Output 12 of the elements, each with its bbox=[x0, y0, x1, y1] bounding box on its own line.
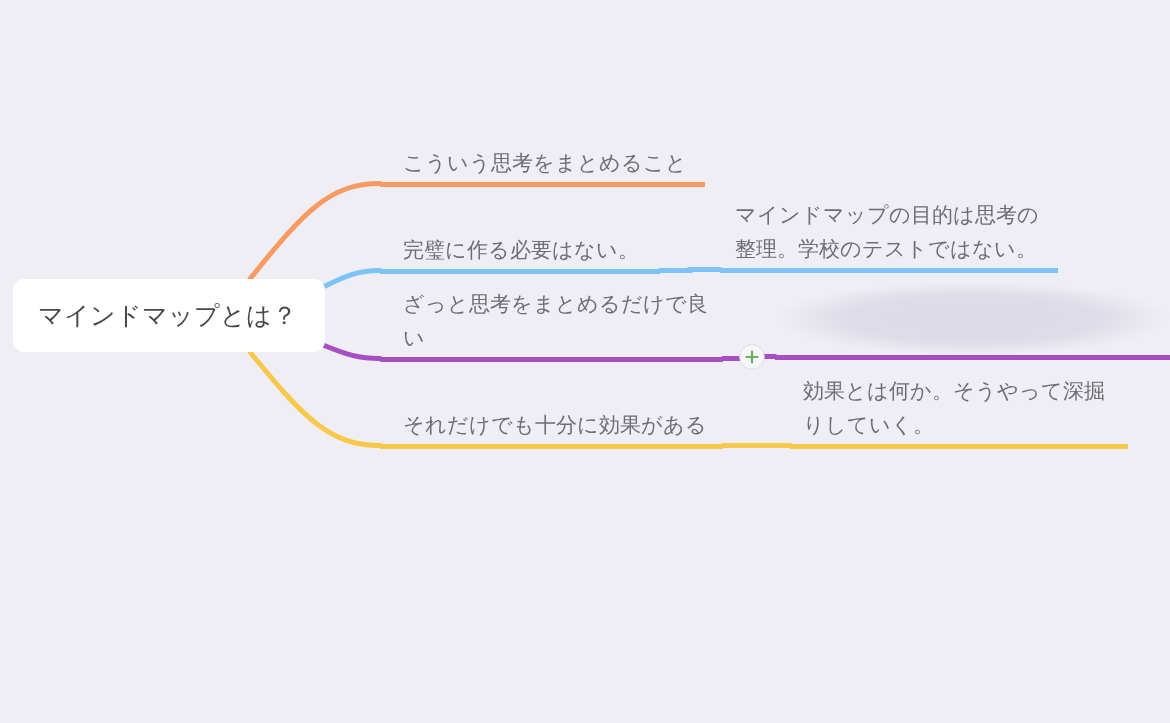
topic-label: こういう思考をまとめること bbox=[403, 150, 688, 177]
topic-label: マインドマップとは？ bbox=[38, 300, 297, 332]
topic-label: それだけでも十分に効果がある bbox=[403, 412, 708, 439]
branch-line bbox=[247, 181, 383, 282]
topic-label: 効果とは何か。そうやって深掘りしていく。 bbox=[803, 378, 1106, 439]
topic-label: マインドマップの目的は思考の整理。学校のテストではない。 bbox=[735, 202, 1040, 263]
topic-label: 完璧に作る必要はない。 bbox=[403, 237, 640, 264]
branch-line bbox=[247, 349, 383, 448]
branch-line bbox=[657, 267, 723, 273]
root-topic-box bbox=[13, 279, 325, 352]
topic-label: ざっと思考をまとめるだけで良い bbox=[403, 291, 709, 352]
branch-line bbox=[720, 443, 793, 448]
